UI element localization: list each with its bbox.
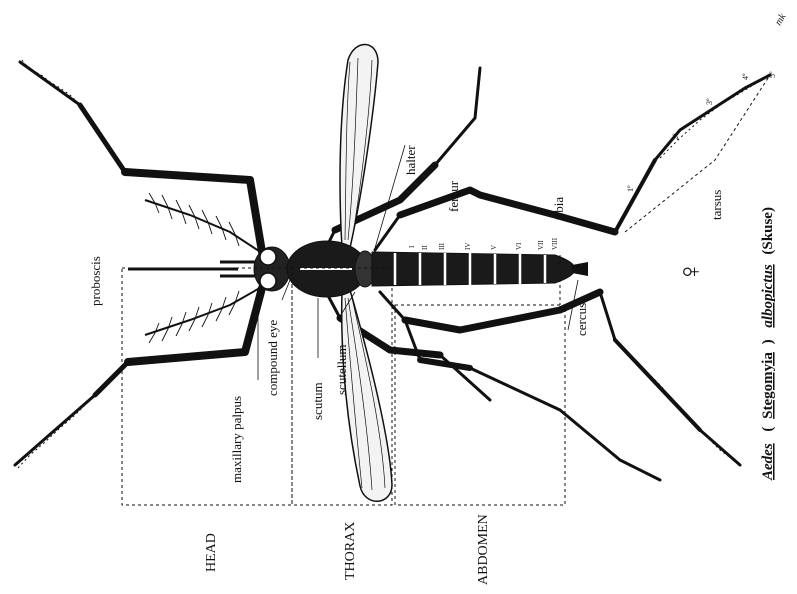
tarsus-2: 2º: [671, 133, 680, 140]
tarsus-3: 3º: [705, 98, 714, 105]
wing-lower: [342, 290, 392, 501]
region-head: HEAD: [204, 533, 219, 572]
label-femur: femur: [446, 180, 461, 212]
label-cercus: cercus: [574, 303, 589, 336]
label-maxillary-palpus: maxillary palpus: [229, 396, 244, 483]
species-open-paren: (: [760, 427, 776, 432]
region-abdomen: ABDOMEN: [476, 514, 491, 585]
segment-7: VII: [537, 240, 545, 250]
tarsus-1: 1º: [626, 185, 635, 192]
label-compound-eye: compound eye: [265, 320, 280, 396]
antenna-upper: [145, 200, 265, 255]
artist-signature: mk: [773, 11, 789, 27]
segment-5: V: [490, 245, 498, 250]
tarsus-5: 5º: [768, 71, 777, 78]
region-thorax: THORAX: [343, 522, 358, 580]
label-proboscis: proboscis: [88, 256, 103, 306]
segment-8: VIII: [551, 237, 559, 250]
label-tibia: tibia: [551, 197, 566, 220]
leg-front-upper: [20, 62, 262, 252]
segment-3: III: [438, 242, 446, 250]
species-epithet: albopictus: [760, 264, 776, 328]
label-tarsus: tarsus: [709, 190, 724, 220]
compound-eye-shape: [260, 249, 276, 265]
antenna-lower: [145, 285, 265, 335]
segment-2: II: [421, 245, 429, 250]
svg-text:Aedes ( Stegomyia: Aedes ( Stegomyia ) albopictus (Skuse): [760, 207, 776, 481]
female-symbol: ♀: [674, 261, 707, 284]
segment-numerals: I II III IV V VI VII VIII: [408, 237, 559, 250]
species-close-paren: ): [760, 339, 776, 344]
segment-4: IV: [464, 243, 472, 250]
species-author: (Skuse): [760, 207, 776, 255]
leg-front-lower: [15, 288, 262, 465]
species-name: Aedes ( Stegomyia ) albopictus (Skuse): [760, 207, 776, 481]
species-genus: Aedes: [760, 443, 776, 481]
species-subgenus: Stegomyia: [760, 352, 776, 419]
tarsus-bracket: [625, 75, 770, 232]
cercus-shape: [572, 262, 588, 276]
region-labels: HEAD THORAX ABDOMEN: [204, 514, 491, 585]
leg-hind-lower: [380, 292, 740, 465]
segment-6: VI: [515, 242, 523, 250]
label-scutum: scutum: [310, 382, 325, 420]
abdomen-bracket: [395, 305, 565, 505]
segment-1: I: [408, 245, 416, 248]
label-scutellum: scutellum: [334, 344, 349, 395]
tarsus-4: 4º: [741, 73, 750, 80]
label-halter: halter: [403, 145, 418, 175]
